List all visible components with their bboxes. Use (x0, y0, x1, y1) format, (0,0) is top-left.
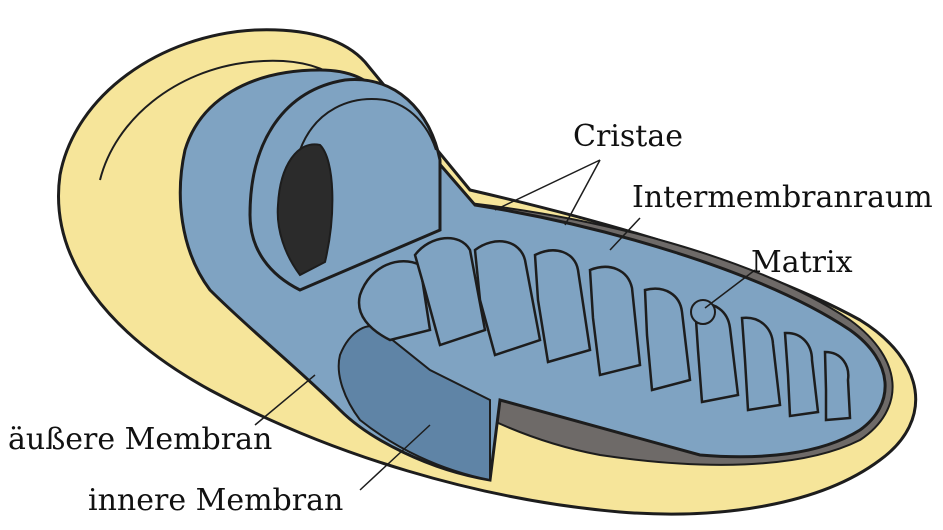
cristae-pointer-1 (495, 160, 600, 210)
matrix-label: Matrix (751, 248, 853, 278)
intermembrane-space-label: Intermembranraum (632, 183, 933, 213)
cristae-label: Cristae (573, 122, 683, 152)
cristae-pointer-2 (565, 160, 600, 225)
outer-membrane-label: äußere Membran (8, 425, 272, 455)
inner-membrane-label: innere Membran (88, 486, 343, 516)
